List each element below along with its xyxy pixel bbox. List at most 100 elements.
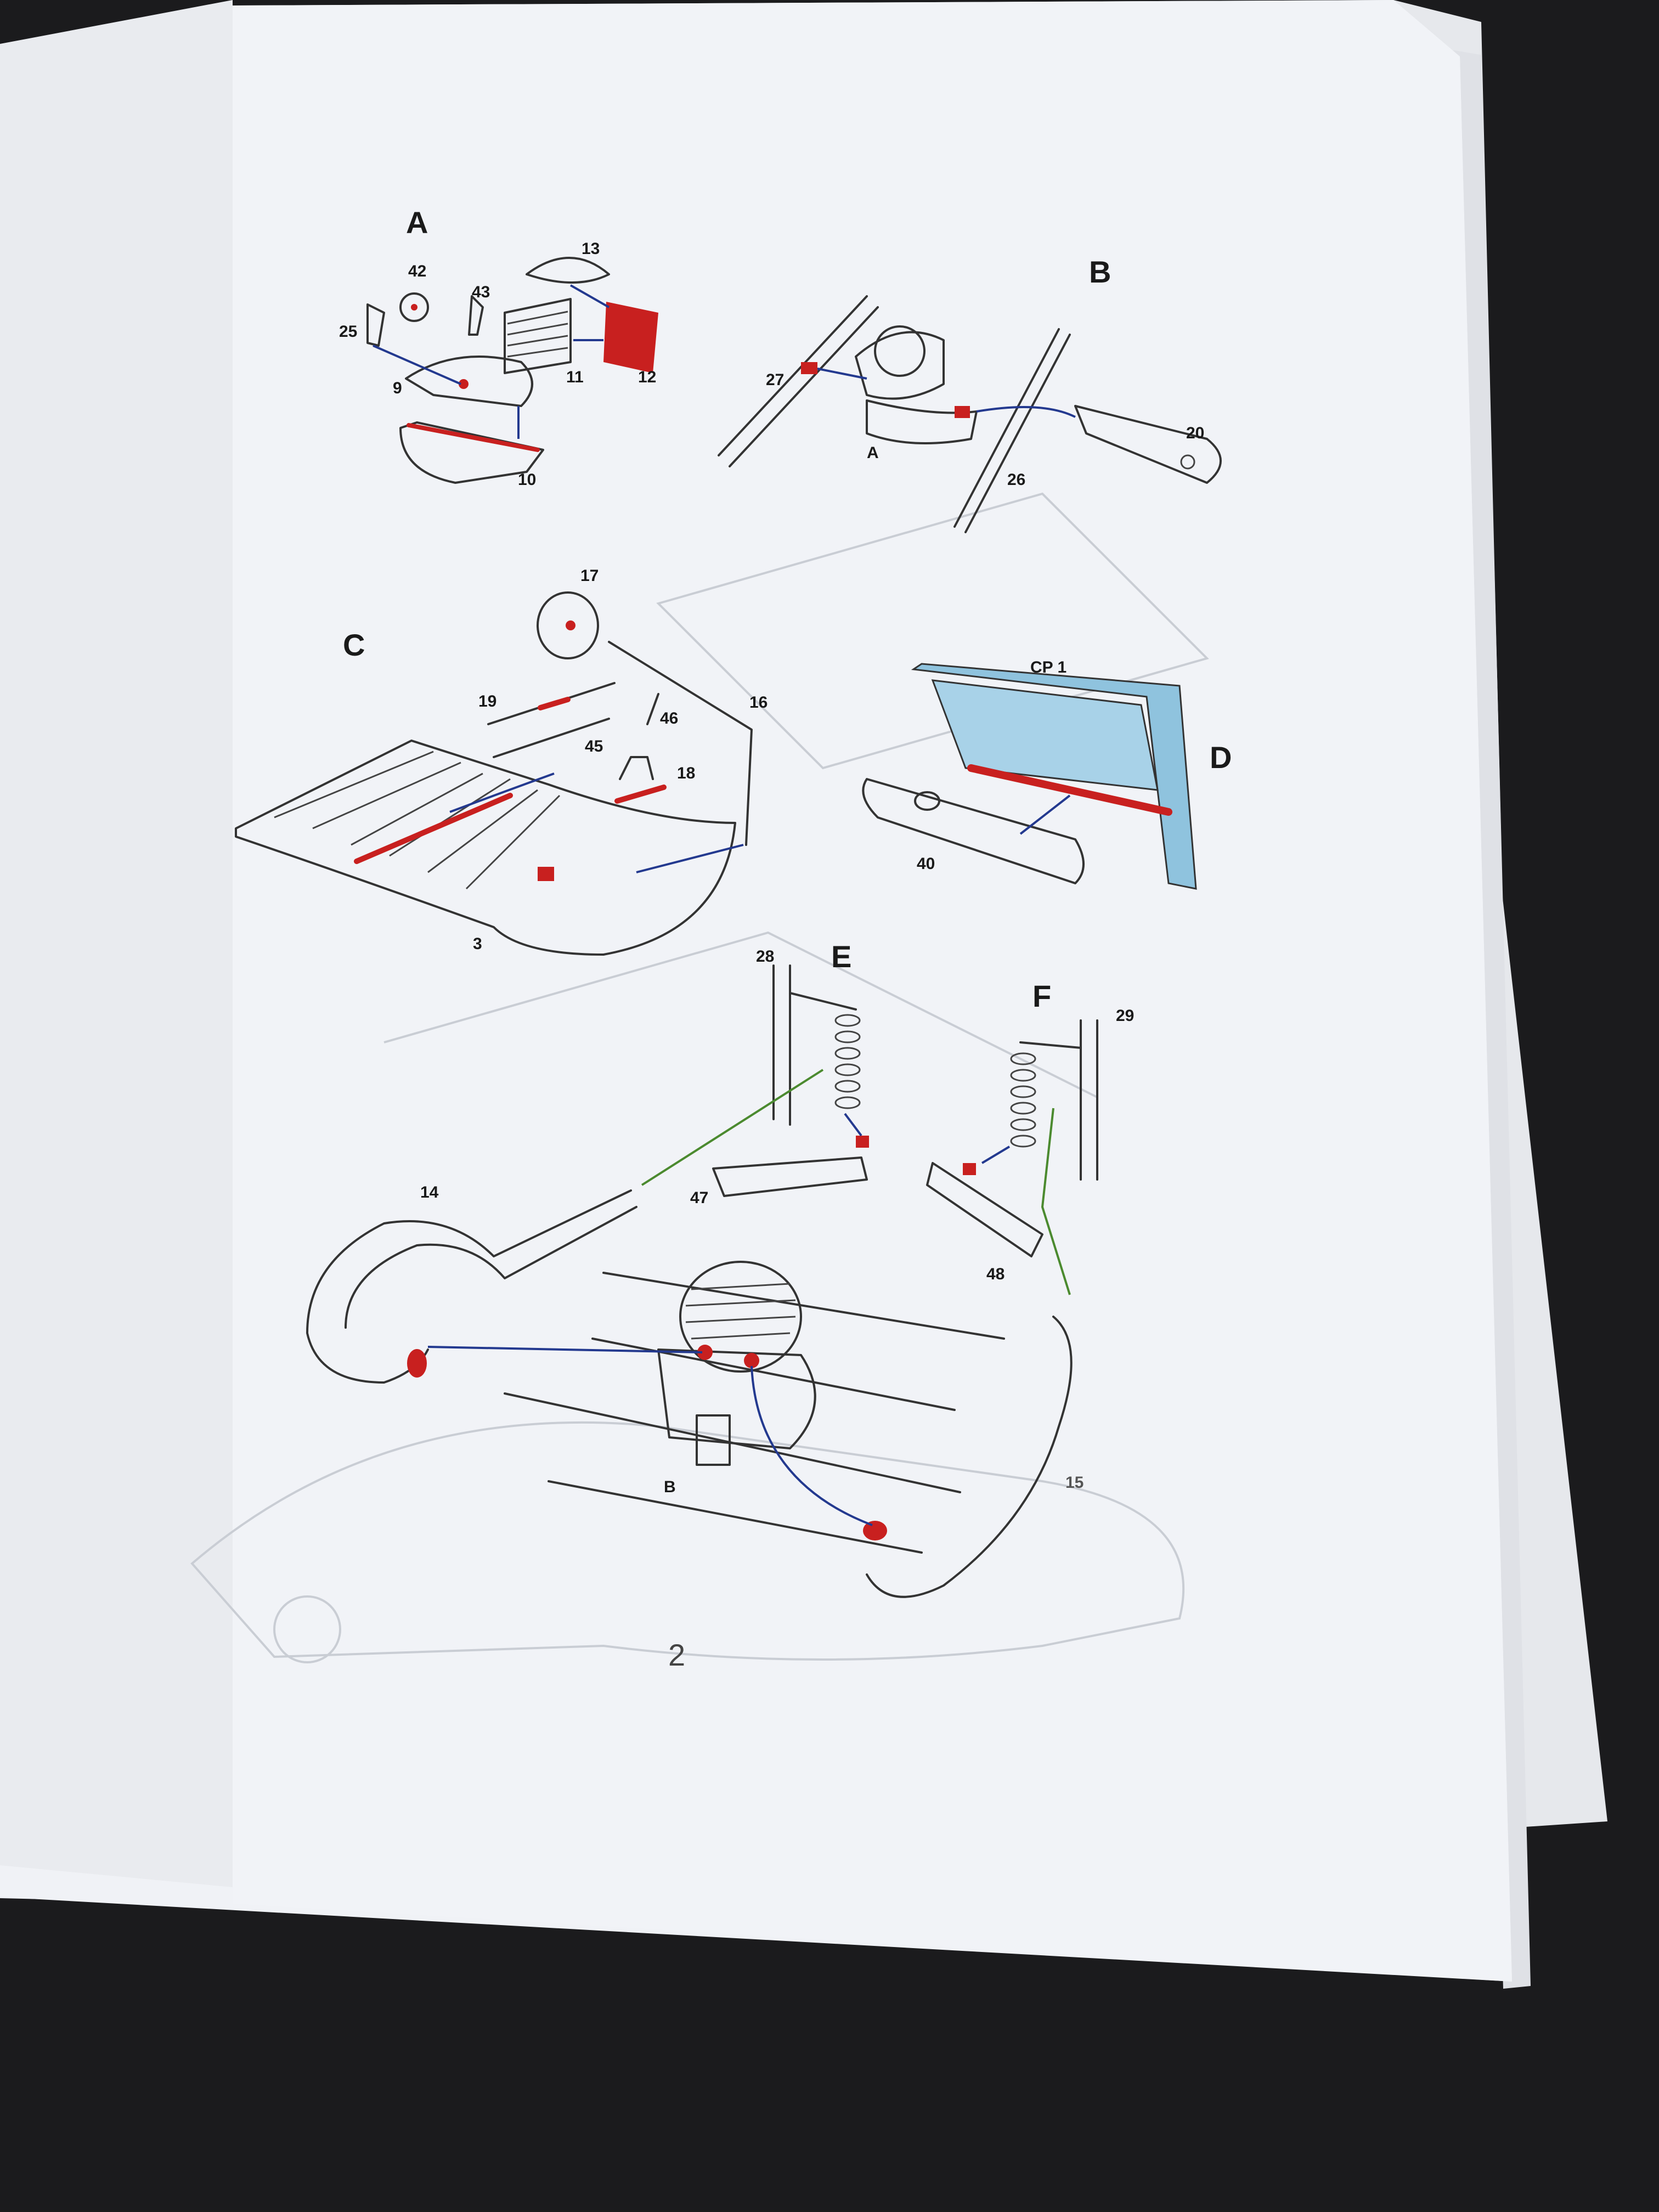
drawing-stroke — [967, 764, 1172, 816]
part-number-label: 48 — [986, 1265, 1005, 1283]
drawing-stroke — [1010, 1102, 1036, 1115]
drawing-stroke — [657, 1348, 816, 1449]
part-number-label: 42 — [408, 262, 426, 280]
drawing-stroke — [955, 406, 970, 418]
drawing-stroke — [389, 778, 511, 857]
part-13-cylinder-head — [526, 257, 610, 284]
section-label-b: B — [1089, 255, 1111, 289]
engine-assembly — [855, 331, 945, 400]
drawing-stroke — [856, 1136, 869, 1148]
drawing-stroke — [273, 1595, 341, 1663]
part-12-highlight — [603, 302, 658, 373]
diagram-section-d: CP 1 D 40 — [862, 658, 1232, 890]
drawing-stroke — [691, 1332, 791, 1340]
drawing-stroke — [712, 1156, 868, 1197]
drawing-stroke — [399, 292, 429, 322]
drawing-stroke — [718, 295, 879, 467]
drawing-stroke — [685, 1299, 796, 1307]
part-number-label: A — [867, 444, 879, 462]
drawing-stroke — [696, 1414, 731, 1466]
diagram-section-e-f: E F 28 29 14 47 48 B 15 — [306, 939, 1134, 1598]
drawing-stroke — [407, 423, 540, 452]
drawing-stroke — [465, 794, 561, 890]
part-number-label: 25 — [339, 323, 357, 341]
drawing-stroke — [834, 1014, 861, 1027]
watermark-car-outline — [190, 492, 1209, 1663]
drawing-stroke — [459, 379, 469, 389]
drawing-stroke — [981, 1146, 1011, 1164]
drawing-stroke — [351, 772, 483, 846]
drawing-stroke — [312, 761, 461, 830]
part-number-label: 17 — [580, 567, 599, 585]
part-10-base — [399, 421, 544, 484]
part-number-label: 47 — [690, 1189, 708, 1207]
drawing-stroke — [411, 304, 417, 311]
drawing-stroke — [427, 789, 538, 873]
part-9-crankcase — [405, 356, 533, 407]
part-number-label: 16 — [749, 693, 768, 712]
drawing-stroke — [874, 325, 926, 377]
part-15-exhaust-pipe — [866, 1316, 1073, 1598]
drawing-stroke — [1010, 1135, 1036, 1148]
drawing-stroke — [504, 1272, 1005, 1554]
drawing-stroke — [407, 1349, 427, 1378]
drawing-stroke — [366, 303, 385, 347]
drawing-stroke — [817, 368, 867, 380]
part-number-label: 14 — [420, 1183, 439, 1201]
part-number-label: 20 — [1186, 424, 1204, 442]
part-number-label: 15 — [1065, 1474, 1084, 1492]
drawing-stroke — [953, 328, 1071, 533]
drawing-stroke — [685, 1316, 796, 1323]
diagram-section-a: A 13 42 43 25 9 11 12 10 — [339, 205, 658, 489]
section-label-d: D — [1210, 740, 1232, 775]
drawing-stroke — [1019, 794, 1071, 835]
diagram-section-b: B 27 A 20 26 — [718, 255, 1222, 533]
drawing-stroke — [619, 756, 654, 780]
drawing-stroke — [1019, 1019, 1098, 1181]
drawing-stroke — [834, 1014, 861, 1109]
drawing-stroke — [383, 931, 1098, 1098]
drawing-stroke — [274, 751, 561, 890]
drawing-stroke — [1010, 1085, 1036, 1098]
drawing-stroke — [1041, 1108, 1071, 1295]
part-number-label: 19 — [478, 692, 496, 710]
drawing-stroke — [507, 347, 568, 358]
drawing-stroke — [914, 791, 940, 811]
drawing-stroke — [834, 1047, 861, 1060]
drawing-stroke — [1010, 1118, 1036, 1131]
part-number-label: 28 — [756, 947, 774, 966]
windscreen-frame — [911, 663, 1197, 890]
page-number: 2 — [668, 1638, 685, 1672]
part-number-label: 10 — [518, 471, 536, 489]
drawing-stroke — [834, 1080, 861, 1093]
drawing-stroke — [866, 399, 978, 444]
drawing-stroke — [963, 1163, 976, 1175]
part-number-label: 46 — [660, 709, 678, 727]
drawing-stroke — [834, 1063, 861, 1076]
drawing-stroke — [641, 1069, 824, 1186]
part-number-label: 11 — [566, 368, 584, 386]
drawing-stroke — [772, 964, 857, 1126]
drawing-stroke — [1180, 454, 1195, 470]
part-number-label: 9 — [393, 379, 402, 397]
drawing-stroke — [656, 492, 1209, 770]
drawing-stroke — [373, 345, 461, 385]
drawing-stroke — [697, 1345, 713, 1360]
part-number-label: B — [664, 1478, 676, 1496]
part-3-floor-panel — [235, 740, 736, 956]
part-number-label: 29 — [1116, 1007, 1134, 1025]
drawing-stroke — [834, 1030, 861, 1043]
part-14-exhaust-pipe — [306, 1189, 632, 1384]
drawing-stroke — [1010, 1069, 1036, 1082]
drawing-stroke — [427, 1346, 703, 1353]
part-number-label: 27 — [766, 371, 784, 389]
drawing-stroke — [691, 1283, 791, 1290]
drawing-stroke — [507, 311, 568, 325]
drawing-stroke — [646, 693, 659, 725]
drawing-stroke — [1010, 1052, 1036, 1148]
drawing-stroke — [566, 620, 575, 630]
part-number-label: 26 — [1007, 471, 1025, 489]
part-number-label: 3 — [473, 935, 482, 953]
part-number-label: 45 — [585, 737, 603, 755]
